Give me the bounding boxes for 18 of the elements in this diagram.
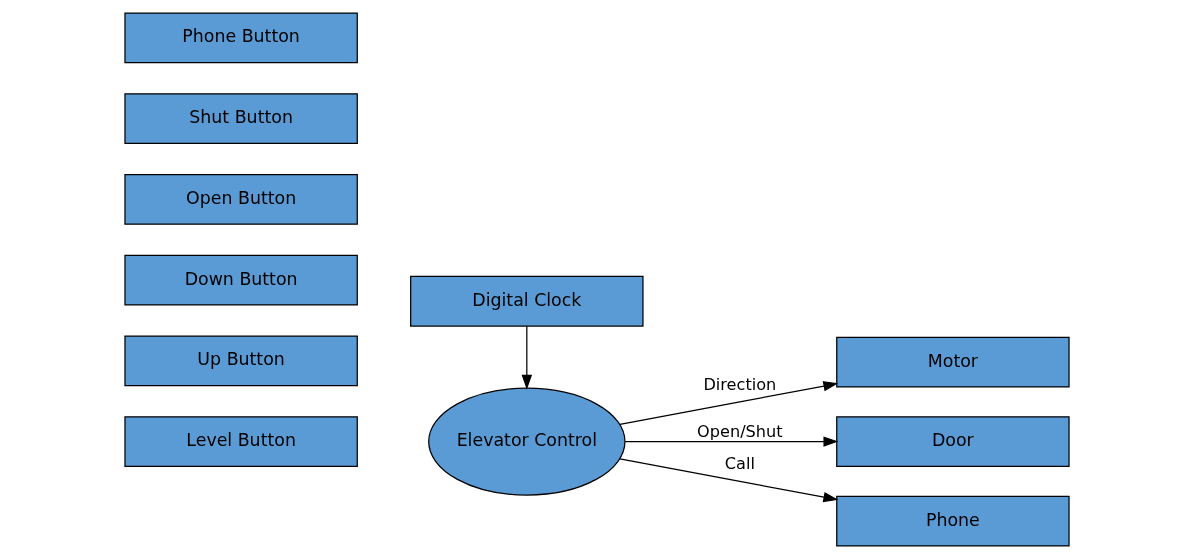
node-ellipse: Elevator Control [427,387,626,496]
edge-label: Open/Shut [696,422,783,442]
node-box: Open Button [123,173,358,225]
node-box: Level Button [123,416,358,468]
node-box: Shut Button [123,93,358,145]
arrow [521,325,532,390]
arrow [618,381,838,425]
node-box: Door [835,416,1070,468]
node-box: Motor [835,336,1070,388]
node-box: Up Button [123,335,358,387]
node-box: Phone Button [123,12,358,64]
arrow [618,458,838,503]
node-box: Phone [835,495,1070,547]
node-box: Digital Clock [409,275,644,327]
edge-label: Call [724,454,755,474]
node-box: Down Button [123,254,358,306]
arrow [624,436,838,447]
edge-label: Direction [702,374,776,394]
